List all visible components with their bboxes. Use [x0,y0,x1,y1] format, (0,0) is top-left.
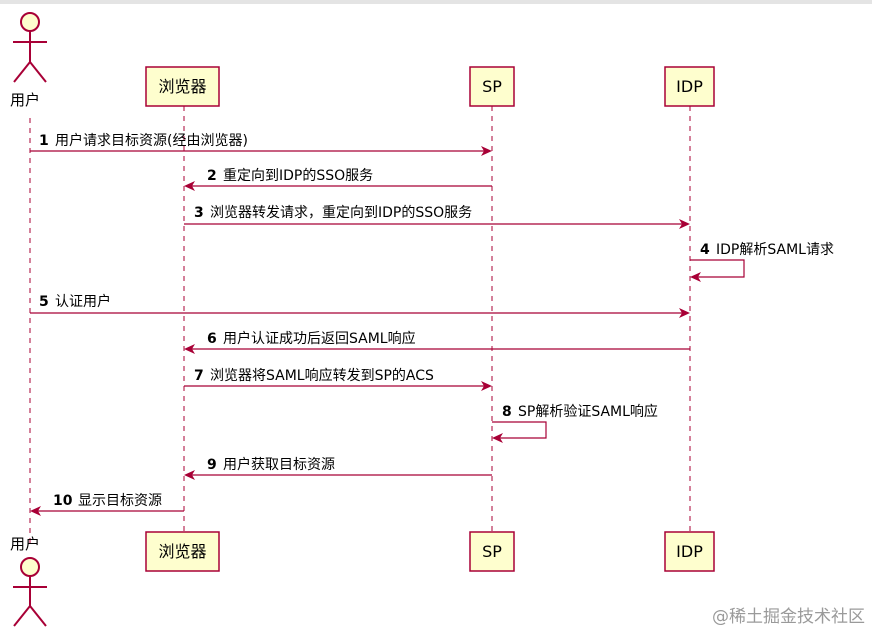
watermark: @稀土掘金技术社区 [712,607,865,627]
participant-idp-top-label: IDP [676,77,703,96]
participant-browser-top: 浏览器 [145,66,220,107]
participant-idp-top: IDP [664,66,715,107]
message-4-text: IDP解析SAML请求 [716,242,834,258]
message-6: 6 用户认证成功后返回SAML响应 [184,330,690,354]
message-4-number: 4 [700,242,710,258]
message-2-number: 2 [207,168,217,184]
message-5-text: 认证用户 [55,293,111,310]
actor-head [20,557,40,577]
message-1-text: 用户请求目标资源(经由浏览器) [55,132,248,149]
message-1-number: 1 [39,133,49,149]
message-9-text: 用户获取目标资源 [223,456,335,473]
participant-sp-bottom: SP [469,531,515,572]
message-2-text: 重定向到IDP的SSO服务 [223,168,373,184]
participant-idp-bottom: IDP [664,531,715,572]
message-6-text: 用户认证成功后返回SAML响应 [223,330,416,347]
message-7-number: 7 [194,368,204,384]
participant-browser-bottom-label: 浏览器 [158,542,206,561]
message-7-text: 浏览器将SAML响应转发到SP的ACS [210,367,434,384]
actor-head [20,12,40,32]
participant-sp-top-label: SP [482,77,502,96]
message-8-text: SP解析验证SAML响应 [518,403,658,420]
message-10: 10 显示目标资源 [30,493,184,516]
message-5: 5 认证用户 [30,293,690,318]
participant-idp-bottom-label: IDP [676,542,703,561]
message-10-text: 显示目标资源 [78,493,162,509]
participant-browser-bottom: 浏览器 [145,531,220,572]
message-6-number: 6 [207,331,217,347]
message-8: 8 SP解析验证SAML响应 [492,403,658,443]
message-2: 2 重定向到IDP的SSO服务 [184,168,492,191]
message-1: 1 用户请求目标资源(经由浏览器) [30,132,492,156]
message-7: 7 浏览器将SAML响应转发到SP的ACS [184,367,492,391]
message-4: 4 IDP解析SAML请求 [690,242,834,282]
message-3-number: 3 [194,205,204,221]
actor-user-bottom-label: 用户 [10,535,40,553]
actor-user-bottom: 用户 [10,535,47,627]
participant-browser-top-label: 浏览器 [158,77,206,96]
participant-sp-top: SP [469,66,515,107]
actor-user-top-label: 用户 [10,91,40,109]
participant-sp-bottom-label: SP [482,542,502,561]
message-9: 9 用户获取目标资源 [184,456,492,480]
message-5-number: 5 [39,294,49,310]
message-8-number: 8 [502,404,512,420]
top-border [0,0,872,4]
message-3: 3 浏览器转发请求，重定向到IDP的SSO服务 [184,205,690,229]
actor-user-top: 用户 [10,12,47,109]
message-10-number: 10 [53,493,73,509]
message-3-text: 浏览器转发请求，重定向到IDP的SSO服务 [210,205,472,221]
message-9-number: 9 [207,457,217,473]
